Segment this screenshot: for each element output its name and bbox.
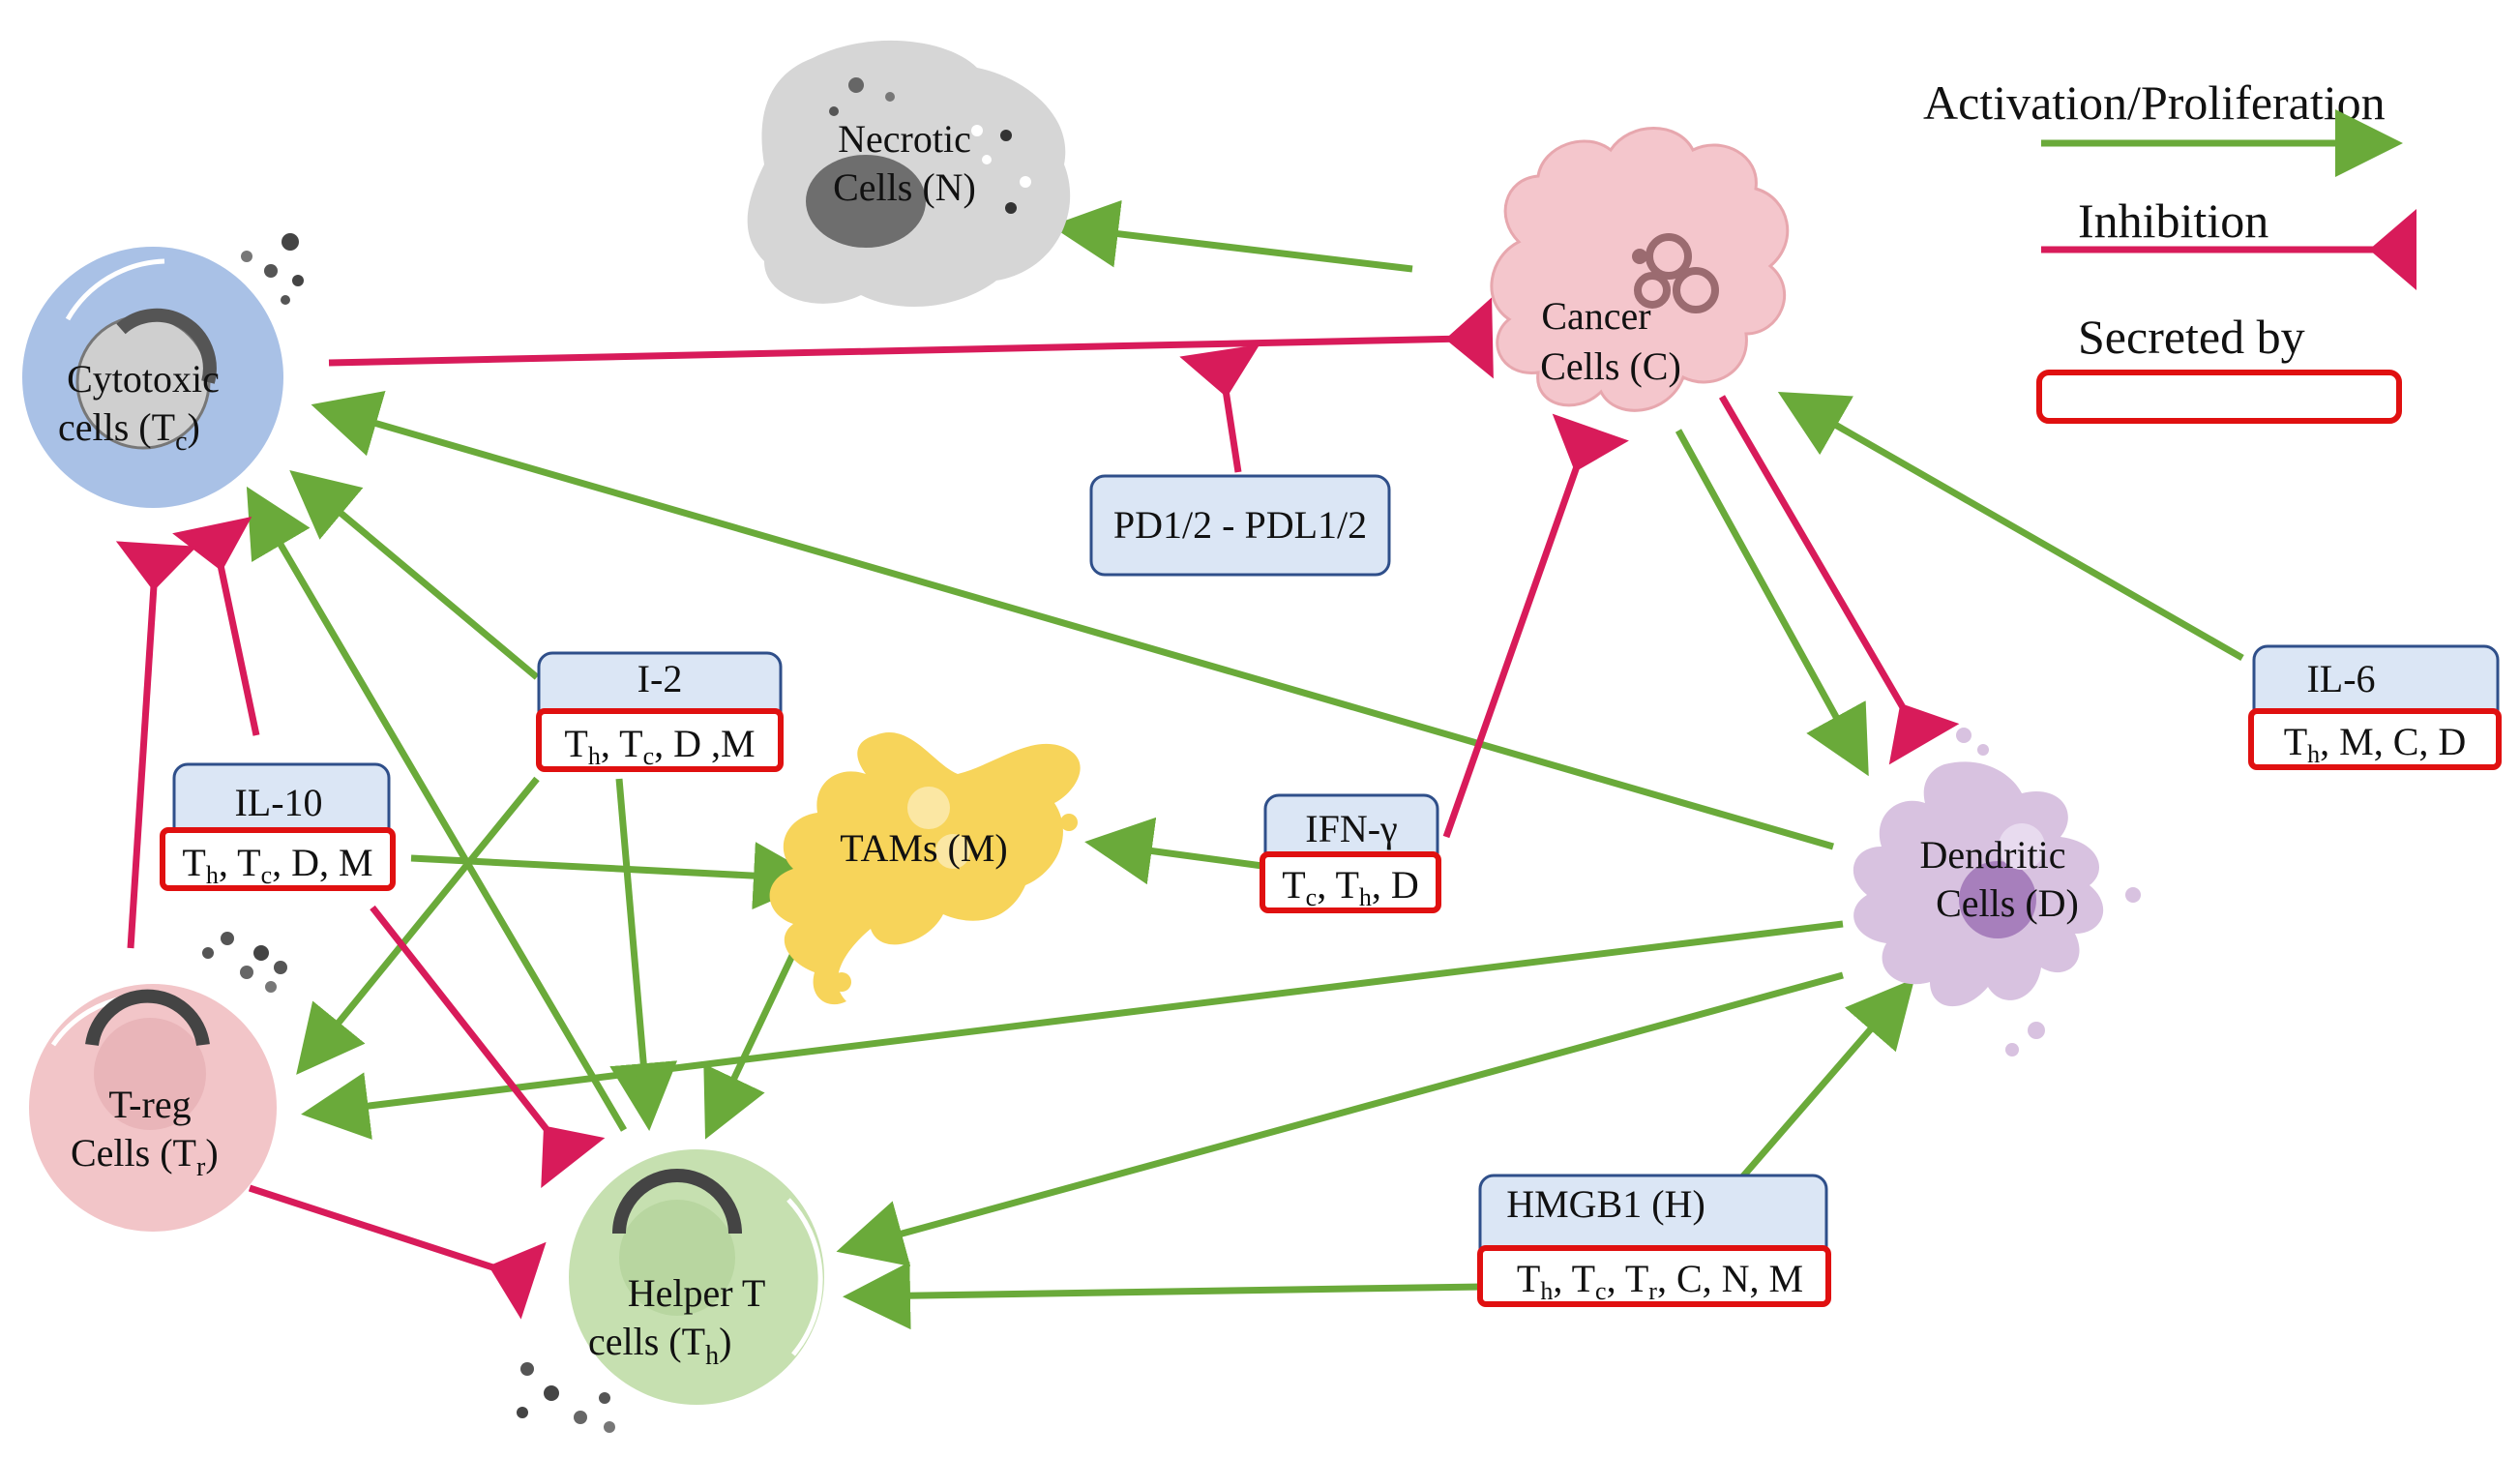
necrotic-label-line1: Necrotic [838, 117, 971, 161]
i2-label: I-2 [637, 657, 683, 700]
hmgb1-secreted-text: Th, Tc, Tr, C, N, M [1517, 1257, 1803, 1305]
il6-secreted-text: Th, M, C, D [2284, 720, 2467, 768]
edge-i2-to-treg [296, 776, 540, 1075]
ifn-box: IFN-γ Tc, Th, D [1260, 793, 1441, 913]
edge-hmgb1-to-helper [843, 1262, 1481, 1330]
edge-il10-to-tams [410, 842, 821, 910]
edge-pd1-inhibits [1179, 343, 1260, 473]
edge-ifn-inhibits-cancer [1442, 413, 1629, 839]
cancer-cell: Cancer Cells (C) [1490, 127, 1790, 412]
edge-il10-inhibits-helper [370, 905, 606, 1188]
edge-il10-inhibits-cytotoxic [172, 516, 260, 736]
ifn-label: IFN-γ [1305, 807, 1397, 850]
edge-i2-to-helper [609, 778, 678, 1131]
edge-cytotoxic-inhibits-cancer [328, 297, 1494, 379]
il10-label: IL-10 [234, 781, 322, 824]
edge-treg-inhibits-helper [248, 1184, 547, 1320]
dendritic-label-line1: Dendritic [1919, 833, 2065, 877]
il6-secreted-box [2248, 708, 2502, 770]
necrotic-label-line2: Cells (N) [833, 165, 976, 209]
pd1-box: PD1/2 - PDL1/2 [1089, 474, 1391, 577]
edges [115, 199, 2244, 1330]
helper-label-line2: cells (Th) [588, 1320, 731, 1371]
treg-label-line1: T-reg [108, 1083, 191, 1126]
i2-secreted-box [536, 708, 784, 772]
treg-label-line2: Cells (Tr) [71, 1131, 219, 1182]
cancer-cell-body [1490, 127, 1790, 412]
ifn-secreted-box [1260, 851, 1441, 913]
edge-helper-to-cytotoxic [246, 486, 628, 1132]
tams-cell-body [769, 731, 1081, 1005]
helper-cell: Helper T cells (Th) [517, 1149, 824, 1433]
legend-activation-label: Activation/Proliferation [1923, 75, 2386, 130]
dendritic-nucleus [1959, 861, 2036, 938]
edge-tams-to-helper [703, 941, 802, 1140]
hmgb1-box: HMGB1 (H) Th, Tc, Tr, C, N, M [1477, 1174, 1831, 1307]
cytotoxic-label-line1: Cytotoxic [67, 357, 220, 401]
il10-secreted-text: Th, Tc, D, M [182, 841, 372, 889]
necrotic-cell: Necrotic Cells (N) [747, 40, 1071, 308]
cancer-label-line1: Cancer [1541, 294, 1650, 338]
edge-hmgb1-to-dendritic [1738, 978, 1915, 1181]
hmgb1-label: HMGB1 (H) [1506, 1182, 1705, 1226]
dendritic-cell: Dendritic Cells (D) [1853, 728, 2141, 1056]
cytotoxic-label-line2: cells (Tc) [58, 405, 200, 457]
legend-secreted-label: Secreted by [2078, 310, 2305, 364]
legend-secreted-box [2036, 370, 2402, 424]
i2-box: I-2 Th, Tc, D ,M [536, 651, 784, 772]
ifn-secreted-text: Tc, Th, D [1282, 863, 1419, 911]
edge-dendritic-to-treg [301, 920, 1844, 1140]
il10-box: IL-10 Th, Tc, D, M [160, 762, 396, 891]
i2-secreted-text: Th, Tc, D ,M [564, 722, 755, 770]
dendritic-label-line2: Cells (D) [1936, 881, 2079, 925]
tams-label: TAMs (M) [840, 826, 1007, 870]
cancer-label-line2: Cells (C) [1540, 344, 1681, 388]
legend-inhibition-label: Inhibition [2078, 193, 2268, 248]
il10-secreted-box [160, 827, 396, 891]
edge-treg-inhibits-cytotoxic [115, 541, 197, 949]
edge-i2-to-cytotoxic [289, 470, 540, 680]
edge-dendritic-to-cytotoxic [311, 391, 1834, 850]
edge-il6-to-cancer [1777, 392, 2244, 662]
il6-label: IL-6 [2306, 657, 2375, 700]
tams-cell: TAMs (M) [769, 731, 1081, 1005]
cytotoxic-cell: Cytotoxic cells (Tc) [22, 233, 304, 508]
treg-cell: T-reg Cells (Tr) [29, 932, 287, 1232]
il6-box: IL-6 Th, M, C, D [2248, 644, 2502, 770]
edge-cancer-to-necrotic [1051, 199, 1413, 273]
legend: Activation/Proliferation Inhibition Secr… [1923, 75, 2416, 424]
edge-dendritic-to-helper [836, 971, 1844, 1266]
edge-cancer-inhibits-dendritic [1718, 395, 1960, 765]
edge-ifn-to-tams [1084, 817, 1263, 885]
helper-label-line1: Helper T [628, 1271, 766, 1315]
hmgb1-secreted-box [1477, 1245, 1831, 1307]
edge-cancer-to-dendritic [1675, 429, 1869, 777]
necrotic-nucleus [806, 155, 926, 248]
pd1-label: PD1/2 - PDL1/2 [1113, 503, 1367, 547]
